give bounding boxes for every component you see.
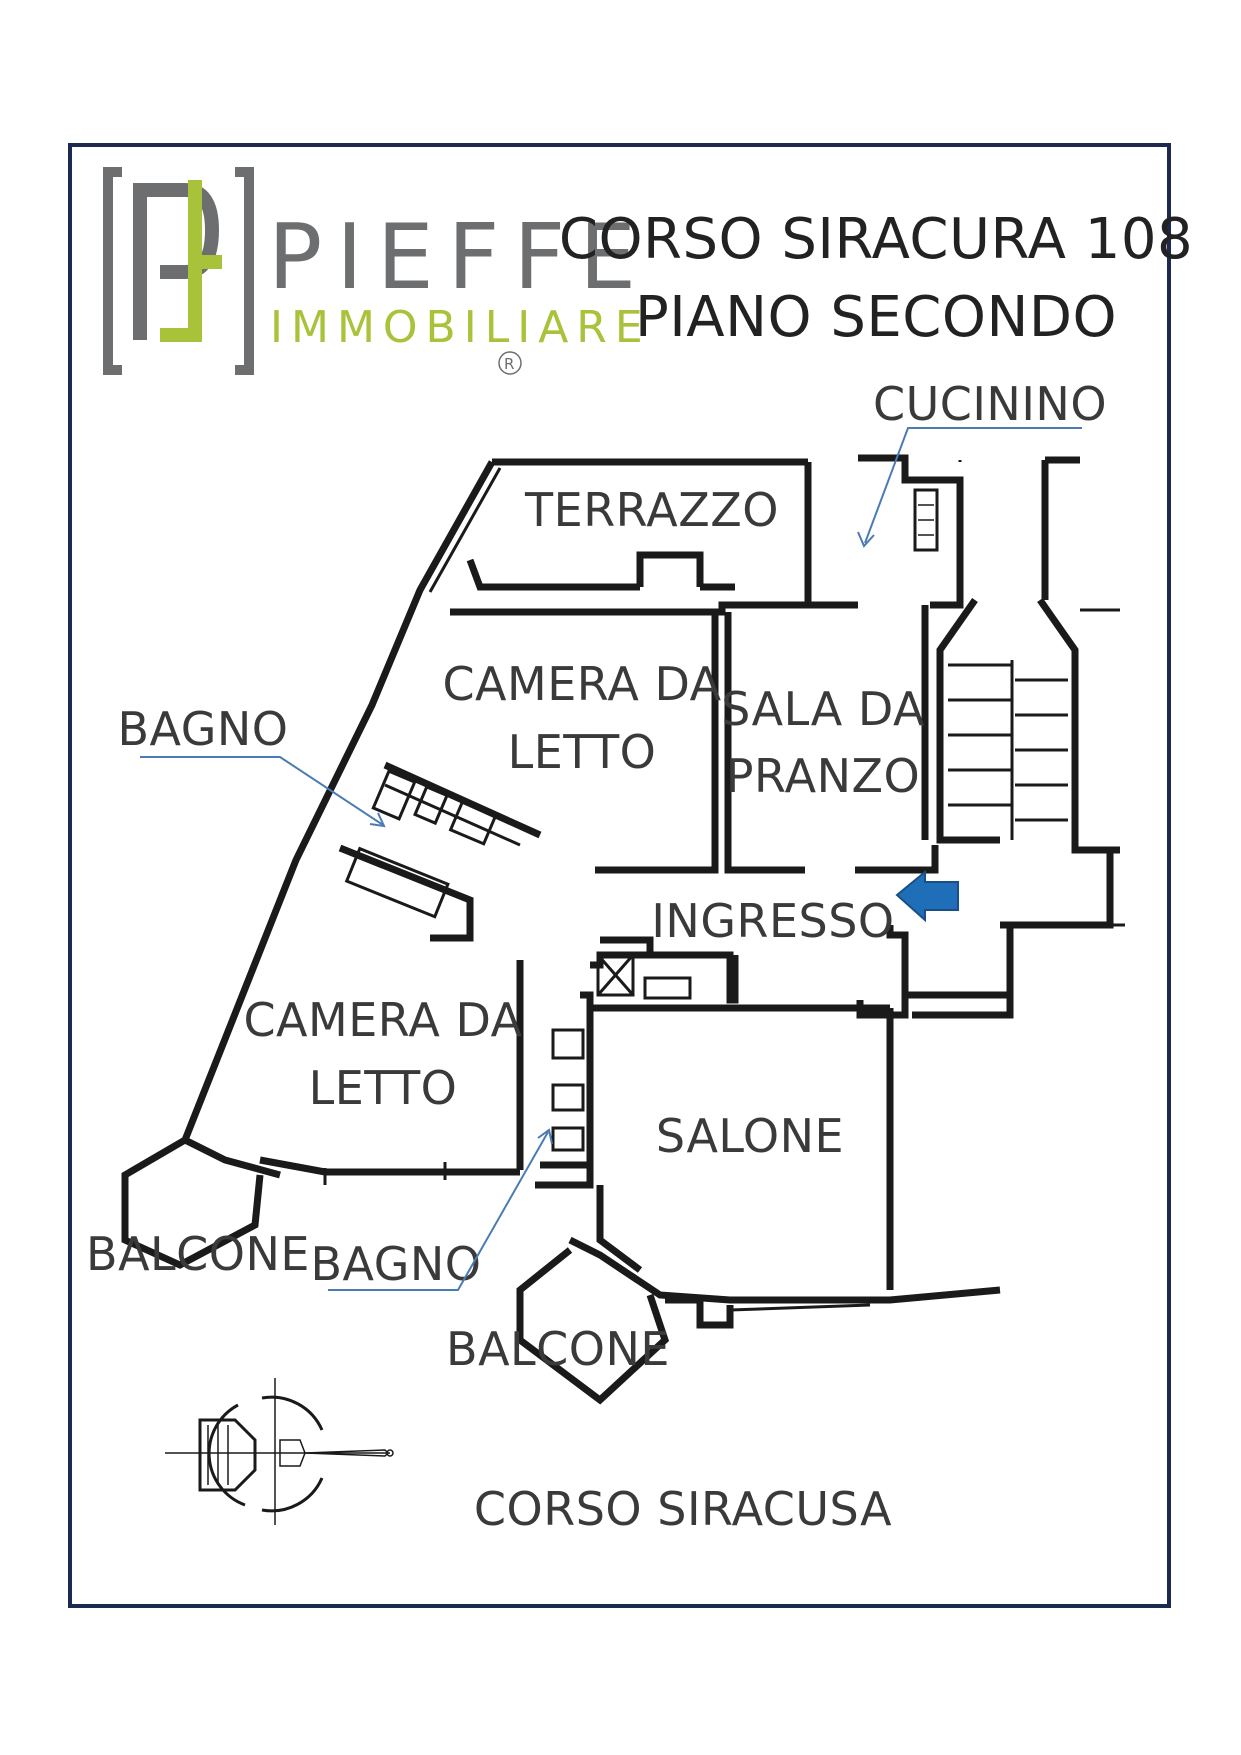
label-bagno1: BAGNO [118,702,289,756]
entry-arrow-icon [895,869,959,923]
floor-plan-walls [121,454,1125,1405]
pieffe-logo: PIEFFE IMMOBILIARE R [103,167,651,375]
label-balcone2: BALCONE [446,1322,670,1376]
label-bagno2: BAGNO [311,1237,482,1291]
label-camera2-line2: LETTO [309,1061,458,1115]
leader-lines [140,427,1082,1291]
label-sala-line2: PRANZO [726,749,920,803]
page-frame [68,143,1171,1608]
label-salone: SALONE [656,1109,844,1163]
label-camera1-line2: LETTO [508,725,657,779]
registered-icon [498,351,522,375]
room-labels: CUCININO TERRAZZO CAMERA DA LETTO SALA D… [86,377,1107,1536]
compass-icon [165,1378,394,1525]
label-terrazzo: TERRAZZO [524,483,779,537]
label-balcone1: BALCONE [86,1227,310,1281]
title-line2: PIANO SECONDO [635,285,1117,350]
label-street: CORSO SIRACUSA [474,1482,892,1536]
title-line1: CORSO SIRACURA 108 [559,207,1193,272]
label-ingresso: INGRESSO [651,894,894,948]
label-sala-line1: SALA DA [721,682,925,736]
registered-mark: R [504,355,514,373]
label-camera1-line1: CAMERA DA [442,657,721,711]
brand-sub: IMMOBILIARE [270,302,651,353]
label-cucinino: CUCININO [873,377,1107,431]
brand-name: PIEFFE [268,205,650,310]
label-camera2-line1: CAMERA DA [243,993,522,1047]
